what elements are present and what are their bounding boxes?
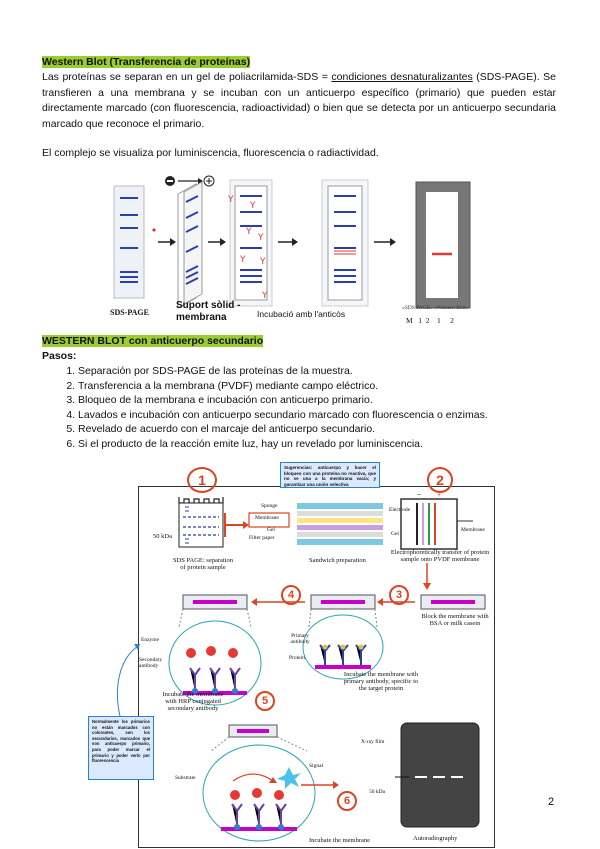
step-3-circle: 3 (389, 585, 409, 605)
label-membrane: Membrane (255, 515, 279, 521)
svg-text:Y: Y (259, 257, 266, 267)
label-filter-paper: Filter paper (249, 535, 275, 541)
label-incubacio: Incubació amb l'anticòs (257, 309, 346, 319)
list-item: Revelado de acuerdo con el marcaje del a… (78, 422, 562, 437)
label-sds-page: SDS-PAGE (110, 308, 149, 317)
label-protein: Protein (289, 655, 305, 661)
svg-text:Y: Y (261, 291, 268, 301)
label-substrate: Substrate (175, 775, 196, 781)
label-electrode: Electrode (389, 507, 411, 513)
step-4-circle: 4 (281, 585, 301, 605)
svg-text:+: + (437, 492, 441, 499)
step-1-circle: 1 (187, 467, 217, 493)
label-secondary-antibody: Secondary antibody (139, 657, 163, 669)
label-gel: Gel (267, 527, 275, 533)
svg-text:Y: Y (227, 195, 234, 205)
label-gel-2: Gel (391, 531, 399, 537)
svg-text:Y: Y (245, 227, 252, 237)
note-left: Normalmente los primarios no están marca… (88, 716, 154, 780)
visualization-paragraph: El complejo se visualiza por luminiscenc… (42, 147, 379, 159)
label-signal: Signal (309, 763, 324, 769)
label-50kda-b: 50 kDa (369, 789, 386, 795)
label-membrane-2: Membrane (461, 527, 485, 533)
list-item: Transferencia a la membrana (PVDF) media… (78, 379, 562, 394)
step-2-circle: 2 (427, 467, 453, 493)
note-top: Sugerencias: anticuerpo y hacer el bloqu… (280, 462, 380, 488)
label-suport: Suport sòlid -membrana (176, 300, 241, 323)
steps-list: Separación por SDS-PAGE de las proteínas… (42, 364, 562, 451)
underlined-term: condiciones desnaturalizantes (331, 71, 473, 83)
western-blot-paragraph: Las proteínas se separan en un gel de po… (42, 71, 556, 130)
svg-text:Y: Y (239, 255, 246, 265)
step-6-circle: 6 (337, 791, 357, 811)
label-enzyme: Enzyme (141, 637, 160, 643)
list-item: Si el producto de la reacción emite luz,… (78, 437, 562, 452)
label-sponge: Sponge (261, 503, 278, 509)
label-sandwich: Sandwich preparation (309, 557, 366, 564)
step-5-circle: 5 (255, 691, 275, 711)
svg-text:Y: Y (257, 233, 264, 243)
label-50kda: 50 kDa (153, 533, 172, 540)
label-primary-antibody: Primary antibody (290, 633, 310, 645)
page-number: 2 (548, 796, 555, 808)
section-title-secondary: WESTERN BLOT con anticuerpo secundario (42, 335, 264, 347)
svg-text:−: − (417, 492, 421, 499)
list-item: Lavados e incubación con anticuerpo secu… (78, 408, 562, 423)
list-item: Separación por SDS-PAGE de las proteínas… (78, 364, 562, 379)
note-arrow-icon (116, 644, 140, 717)
svg-text:Y: Y (249, 201, 256, 211)
label-lane-numbers: M 1 2 1 2 (406, 316, 454, 325)
label-lanes: «SDS PAGE» «Western Blot» (402, 305, 469, 311)
incub-bottom-caption: Incubate the membrane (309, 837, 370, 844)
label-autoradiography: Autoradiography (413, 835, 458, 842)
list-item: Bloqueo de la membrana e incubación con … (78, 393, 562, 408)
section-title-western-blot: Western Blot (Transferencia de proteínas… (42, 56, 251, 68)
label-xray-film: X-ray film (361, 739, 385, 745)
detailed-workflow-figure: − + (138, 467, 495, 848)
pasos-label: Pasos: (42, 350, 77, 362)
